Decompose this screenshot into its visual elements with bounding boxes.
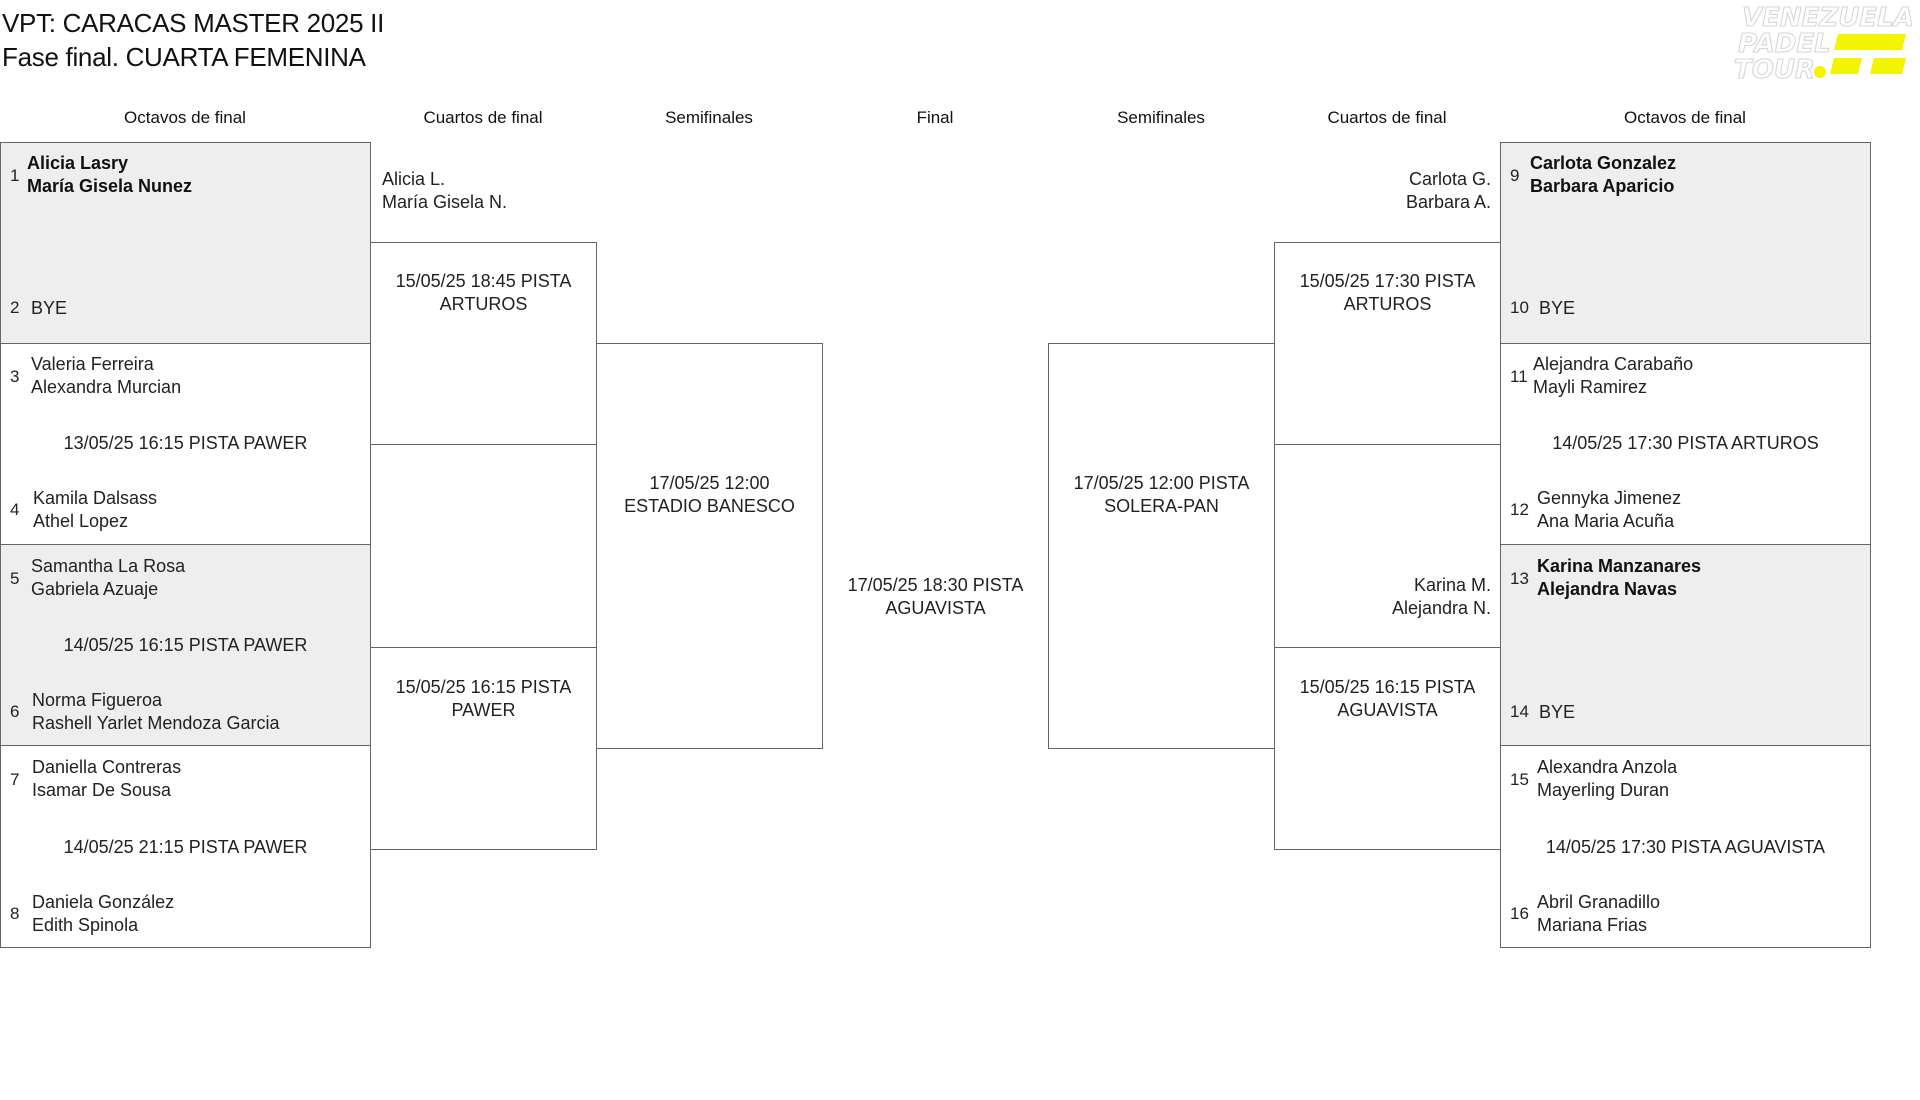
match-schedule: 13/05/25 16:15 PISTA PAWER bbox=[63, 433, 308, 453]
seed-number: 7 bbox=[10, 770, 20, 789]
player-name: Alicia Lasry bbox=[27, 153, 129, 173]
match-schedule: 14/05/25 17:30 PISTA AGUAVISTA bbox=[1545, 837, 1826, 857]
player-name: Athel Lopez bbox=[33, 511, 129, 531]
seed-number: 12 bbox=[1510, 500, 1529, 519]
sf-schedule-line2: SOLERA-PAN bbox=[1104, 496, 1219, 516]
col-head-right-r16: Octavos de final bbox=[1624, 108, 1746, 127]
player-name: Abril Granadillo bbox=[1537, 892, 1661, 912]
col-head-right-qf: Cuartos de final bbox=[1327, 108, 1447, 127]
player-name: Norma Figueroa bbox=[32, 690, 163, 710]
col-head-right-sf: Semifinales bbox=[1117, 108, 1205, 127]
seed-number: 6 bbox=[10, 702, 20, 721]
qf-schedule-line1: 15/05/25 16:15 PISTA bbox=[1299, 677, 1476, 697]
seed-number: 10 bbox=[1510, 298, 1529, 317]
r16-match-box bbox=[0, 745, 371, 948]
page-subtitle: Fase final. CUARTA FEMENINA bbox=[2, 42, 366, 72]
seed-number: 9 bbox=[1510, 166, 1520, 185]
seed-number: 16 bbox=[1510, 904, 1529, 923]
seed-number: 4 bbox=[10, 500, 20, 519]
seed-number: 1 bbox=[10, 166, 20, 185]
final-schedule-line2: AGUAVISTA bbox=[885, 598, 986, 618]
player-name: Gennyka Jimenez bbox=[1537, 488, 1682, 508]
player-name: Mariana Frias bbox=[1537, 915, 1648, 935]
player-name: Rashell Yarlet Mendoza Garcia bbox=[32, 713, 280, 733]
seed-number: 5 bbox=[10, 569, 20, 588]
seed-number: 13 bbox=[1510, 569, 1529, 588]
player-name: Alejandra Carabaño bbox=[1533, 354, 1694, 374]
r16-match-box bbox=[0, 142, 371, 344]
player-name: BYE bbox=[1539, 702, 1576, 722]
player-name: Ana Maria Acuña bbox=[1537, 511, 1675, 531]
seed-number: 15 bbox=[1510, 770, 1529, 789]
player-name: Isamar De Sousa bbox=[32, 780, 172, 800]
qf-schedule-line2: ARTUROS bbox=[1343, 294, 1432, 314]
qf-winner-name: Alicia L. bbox=[382, 169, 446, 189]
col-head-left-sf: Semifinales bbox=[665, 108, 753, 127]
svg-text:TOUR: TOUR bbox=[1734, 55, 1815, 85]
player-name: María Gisela Nunez bbox=[27, 176, 193, 196]
seed-number: 11 bbox=[1510, 367, 1528, 386]
match-schedule: 14/05/25 16:15 PISTA PAWER bbox=[63, 635, 308, 655]
player-name: Carlota Gonzalez bbox=[1530, 153, 1677, 173]
final-schedule-line1: 17/05/25 18:30 PISTA bbox=[847, 575, 1024, 595]
qf-match-box bbox=[1274, 242, 1501, 445]
seed-number: 8 bbox=[10, 904, 20, 923]
player-name: BYE bbox=[31, 298, 68, 318]
player-name: Mayerling Duran bbox=[1537, 780, 1670, 800]
venezuela-padel-tour-logo: VENEZUELA PADEL TOUR bbox=[1733, 0, 1914, 86]
qf-schedule-line2: PAWER bbox=[451, 700, 516, 720]
qf-match-box bbox=[370, 647, 597, 850]
match-schedule: 14/05/25 17:30 PISTA ARTUROS bbox=[1552, 433, 1819, 453]
sf-schedule-line2: ESTADIO BANESCO bbox=[624, 496, 795, 516]
player-name: Edith Spinola bbox=[32, 915, 139, 935]
seed-number: 3 bbox=[10, 367, 20, 386]
qf-winner-name: María Gisela N. bbox=[382, 192, 508, 212]
sf-match-box bbox=[596, 343, 823, 749]
svg-text:PADEL: PADEL bbox=[1738, 29, 1831, 59]
col-head-left-r16: Octavos de final bbox=[124, 108, 246, 127]
player-name: Barbara Aparicio bbox=[1530, 176, 1675, 196]
player-name: Alexandra Anzola bbox=[1537, 757, 1678, 777]
qf-match-box bbox=[1274, 647, 1501, 850]
player-name: Samantha La Rosa bbox=[31, 556, 186, 576]
sf-schedule-line1: 17/05/25 12:00 PISTA bbox=[1073, 473, 1250, 493]
r16-match-box bbox=[1500, 343, 1871, 545]
col-head-left-qf: Cuartos de final bbox=[423, 108, 543, 127]
qf-winner-name: Carlota G. bbox=[1408, 169, 1491, 189]
r16-match-box bbox=[1500, 544, 1871, 746]
seed-number: 2 bbox=[10, 298, 20, 317]
qf-schedule-line1: 15/05/25 17:30 PISTA bbox=[1299, 271, 1476, 291]
player-name: Alejandra Navas bbox=[1537, 579, 1678, 599]
qf-winner-name: Alejandra N. bbox=[1391, 598, 1491, 618]
page-title: VPT: CARACAS MASTER 2025 II bbox=[2, 8, 385, 38]
player-name: Karina Manzanares bbox=[1537, 556, 1702, 576]
player-name: BYE bbox=[1539, 298, 1576, 318]
qf-winner-name: Karina M. bbox=[1413, 575, 1491, 595]
qf-schedule-line1: 15/05/25 18:45 PISTA bbox=[395, 271, 572, 291]
qf-match-box bbox=[370, 242, 597, 445]
player-name: Daniela González bbox=[32, 892, 175, 912]
sf-schedule-line1: 17/05/25 12:00 bbox=[649, 473, 770, 493]
qf-schedule-line2: AGUAVISTA bbox=[1337, 700, 1438, 720]
player-name: Gabriela Azuaje bbox=[31, 579, 159, 599]
qf-schedule-line2: ARTUROS bbox=[439, 294, 528, 314]
match-schedule: 14/05/25 21:15 PISTA PAWER bbox=[63, 837, 308, 857]
r16-match-box bbox=[0, 343, 371, 545]
player-name: Valeria Ferreira bbox=[31, 354, 154, 374]
player-name: Alexandra Murcian bbox=[31, 377, 182, 397]
player-name: Mayli Ramirez bbox=[1533, 377, 1648, 397]
svg-text:VENEZUELA: VENEZUELA bbox=[1742, 3, 1914, 33]
player-name: Daniella Contreras bbox=[32, 757, 182, 777]
qf-winner-name: Barbara A. bbox=[1405, 192, 1491, 212]
qf-schedule-line1: 15/05/25 16:15 PISTA bbox=[395, 677, 572, 697]
r16-match-box bbox=[1500, 745, 1871, 948]
player-name: Kamila Dalsass bbox=[33, 488, 158, 508]
sf-match-box bbox=[1048, 343, 1275, 749]
col-head-final: Final bbox=[916, 108, 954, 127]
seed-number: 14 bbox=[1510, 702, 1529, 721]
